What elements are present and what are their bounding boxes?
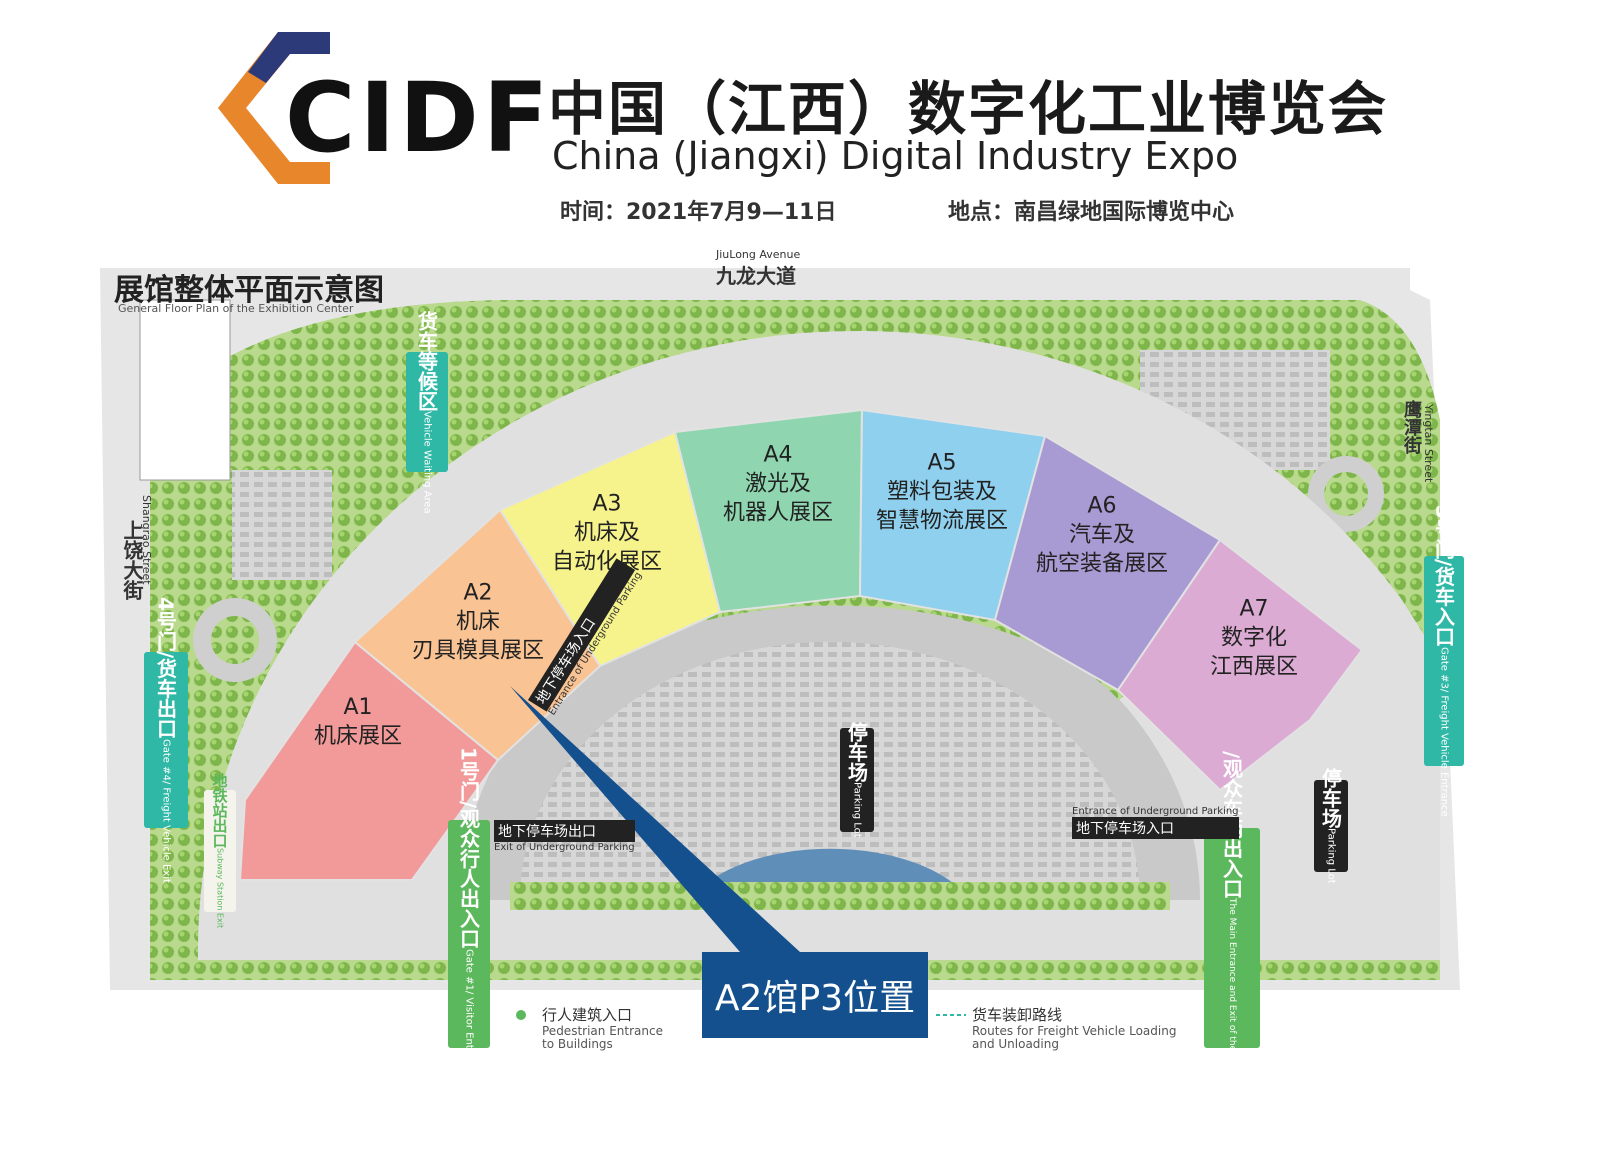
underground-exit-en: Exit of Underground Parking [494,842,635,853]
hall-a3-id: A3 [592,491,622,517]
hall-a4-label: A4 激光及 机器人展区 [723,441,833,528]
gate3-label: 3号门/货车入口 Gate #3/ Freight Vehicle Entran… [1424,505,1464,817]
gate4-cn: 4号门/货车出口 [153,597,178,739]
center-parking-label: 停车场 Parking Lot [840,722,874,838]
west-building [139,299,231,481]
map-subtitle: General Floor Plan of the Exhibition Cen… [118,302,354,315]
hall-a1-label: A1 机床展区 [314,693,402,751]
underground-entrance-east: Entrance of Underground Parking 地下停车场入口 [1072,806,1239,839]
subway-exit-cn: 地铁站出口 [210,773,229,849]
expo-time: 时间：2021年7月9—11日 [560,200,837,225]
gate1-en: Gate #1/ Visitor Entrance and Exit [463,948,475,1121]
vehicle-waiting-en: Vehicle Waiting Area [421,410,433,514]
hall-a6-name: 汽车及 航空装备展区 [1035,522,1169,577]
gate4-label: 4号门/货车出口 Gate #4/ Freight Vehicle Exit [144,597,188,883]
hall-a6-label: A6 汽车及 航空装备展区 [1036,492,1168,579]
pedestrian-dot-icon [516,1010,526,1020]
legend-freight-cn: 货车装卸路线 [972,1006,1063,1024]
west-street-en: Shangrao Street [140,495,153,585]
subway-exit-en: Subway Station Exit [215,848,225,929]
hall-a4-id: A4 [763,442,793,468]
hall-a4-name: 激光及 机器人展区 [722,471,834,526]
logo-text: CIDF [285,62,553,174]
west-street-cn: 上饶大街 [120,520,144,600]
east-street-en: Yingtan Street [1422,404,1435,483]
legend-freight-en1: Routes for Freight Vehicle Loading [972,1024,1177,1038]
west-parking [232,470,332,580]
main-vehicle-gate-label: /观众车辆出入口 The Main Entrance and Exit of t… [1204,751,1260,1125]
legend-pedestrian-en2: to Buildings [542,1037,613,1051]
legend-freight-route: 货车装卸路线 Routes for Freight Vehicle Loadin… [936,1004,1176,1051]
a2-p3-callout: A2馆P3位置 [702,952,928,1038]
hall-a2-id: A2 [463,580,493,606]
legend-pedestrian: 行人建筑入口 Pedestrian Entrance to Buildings [514,1004,663,1051]
gate1-cn: 1号门/观众行人出入口 [456,747,481,949]
map-title: 展馆整体平面示意图 [114,273,384,308]
dashed-route-icon [936,1014,966,1016]
legend-freight-en2: and Unloading [972,1037,1059,1051]
hall-a3-name: 机床及 自动化展区 [551,520,663,575]
expo-logo [208,28,508,188]
hall-a1-name: 机床展区 [313,724,403,749]
hall-a6-id: A6 [1087,493,1117,519]
east-street-cn: 鹰潭街 [1401,400,1422,454]
vehicle-waiting-area-label: 货车等候区 Vehicle Waiting Area [406,311,448,513]
expo-title-en: China (Jiangxi) Digital Industry Expo [552,134,1239,178]
callout-pointer [510,686,800,952]
gate3-cn: 3号门/货车入口 [1431,505,1456,647]
hall-a7-name: 数字化 江西展区 [1209,625,1299,680]
hall-a7-area[interactable] [1116,538,1364,792]
gate1-label: 1号门/观众行人出入口 Gate #1/ Visitor Entrance an… [448,747,490,1121]
center-parking-cn: 停车场 [844,722,869,783]
underground-entrance-east-cn: 地下停车场入口 [1072,817,1239,839]
hall-a1-id: A1 [343,695,373,720]
expo-title-cn: 中国（江西）数字化工业博览会 [548,75,1389,143]
east-parking-cn: 停车场 [1318,768,1343,829]
hall-a7-id: A7 [1239,596,1269,622]
underground-exit: 地下停车场出口 Exit of Underground Parking [494,820,635,853]
hall-a3-label: A3 机床及 自动化展区 [552,490,662,577]
legend-pedestrian-cn: 行人建筑入口 [542,1006,633,1024]
hall-a5-id: A5 [927,450,957,476]
underground-entrance-east-en: Entrance of Underground Parking [1072,806,1239,817]
gate3-en: Gate #3/ Freight Vehicle Entrance [1438,646,1450,817]
north-street-en: JiuLong Avenue [716,248,801,261]
hall-a7-label: A7 数字化 江西展区 [1210,595,1298,682]
subway-exit-label: 地铁站出口 Subway Station Exit [204,773,236,929]
hall-a5-name: 塑料包装及 智慧物流展区 [875,479,1009,534]
logo-hexagon-icon [218,32,330,184]
east-parking-en: Parking Lot [1325,828,1337,884]
hall-a2-name: 机床 刃具模具展区 [411,609,545,664]
north-street-cn: 九龙大道 [716,264,796,288]
gate4-en: Gate #4/ Freight Vehicle Exit [160,738,172,883]
hall-a5-label: A5 塑料包装及 智慧物流展区 [876,449,1008,536]
expo-venue: 地点：南昌绿地国际博览中心 [948,200,1235,225]
center-parking-en: Parking Lot [851,782,863,838]
legend-pedestrian-en1: Pedestrian Entrance [542,1024,663,1038]
hall-a2-label: A2 机床 刃具模具展区 [412,579,544,666]
underground-exit-cn: 地下停车场出口 [494,820,635,842]
vehicle-waiting-cn: 货车等候区 [414,310,439,411]
east-parking-label: 停车场 Parking Lot [1314,768,1348,884]
main-gate-en: The Main Entrance and Exit of the Visito… [1227,898,1237,1125]
